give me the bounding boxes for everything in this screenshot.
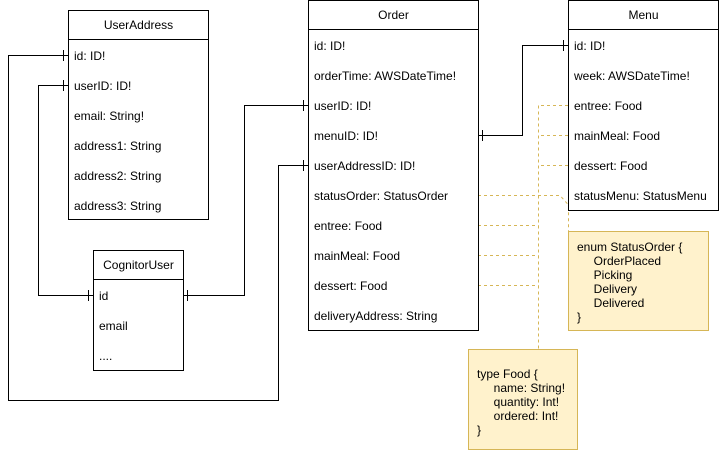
note-type-food[interactable]: type Food { name: String! quantity: Int!… xyxy=(468,349,578,450)
field-menu-statusmenu: statusMenu: StatusMenu xyxy=(574,189,707,203)
field-useraddress-id: id: ID! xyxy=(74,49,106,63)
entity-order[interactable]: Order id: ID! orderTime: AWSDateTime! us… xyxy=(308,0,479,331)
field-useraddress-userid: userID: ID! xyxy=(74,79,132,93)
entity-useraddress[interactable]: UserAddress id: ID! userID: ID! email: S… xyxy=(68,10,209,220)
field-cognitoruser-email: email xyxy=(99,319,128,333)
field-useraddress-address1: address1: String xyxy=(74,139,162,153)
entity-cognitoruser-title: CognitorUser xyxy=(94,251,183,280)
dashed-connector-statusorder-note xyxy=(478,195,569,231)
entity-menu[interactable]: Menu id: ID! week: AWSDateTime! entree: … xyxy=(568,0,719,211)
field-order-deliveryaddress: deliveryAddress: String xyxy=(314,309,438,323)
entity-useraddress-title: UserAddress xyxy=(69,11,208,40)
field-menu-id: id: ID! xyxy=(574,39,606,53)
note-enum-statusorder[interactable]: enum StatusOrder { OrderPlaced Picking D… xyxy=(568,231,709,331)
field-order-statusorder: statusOrder: StatusOrder xyxy=(314,189,449,203)
field-useraddress-address2: address2: String xyxy=(74,169,162,183)
field-menu-mainmeal: mainMeal: Food xyxy=(574,129,661,143)
field-order-mainmeal: mainMeal: Food xyxy=(314,249,401,263)
field-cognitoruser-more: .... xyxy=(99,349,113,363)
connector-order-menuid-menu-id xyxy=(478,45,568,136)
field-menu-dessert: dessert: Food xyxy=(574,159,648,173)
entity-order-title: Order xyxy=(309,1,478,30)
entity-cognitoruser[interactable]: CognitorUser id email .... xyxy=(93,250,184,371)
field-useraddress-address3: address3: String xyxy=(74,199,162,213)
field-order-ordertime: orderTime: AWSDateTime! xyxy=(314,69,457,83)
field-order-entree: entree: Food xyxy=(314,219,383,233)
field-order-dessert: dessert: Food xyxy=(314,279,388,293)
entity-menu-title: Menu xyxy=(569,1,718,30)
field-order-userid: userID: ID! xyxy=(314,99,372,113)
field-useraddress-email: email: String! xyxy=(74,109,145,123)
field-menu-week: week: AWSDateTime! xyxy=(574,69,690,83)
field-order-id: id: ID! xyxy=(314,39,346,53)
field-cognitoruser-id: id xyxy=(99,289,109,303)
field-order-menuid: menuID: ID! xyxy=(314,129,379,143)
field-order-useraddressid: userAddressID: ID! xyxy=(314,159,416,173)
field-menu-entree: entree: Food xyxy=(574,99,643,113)
